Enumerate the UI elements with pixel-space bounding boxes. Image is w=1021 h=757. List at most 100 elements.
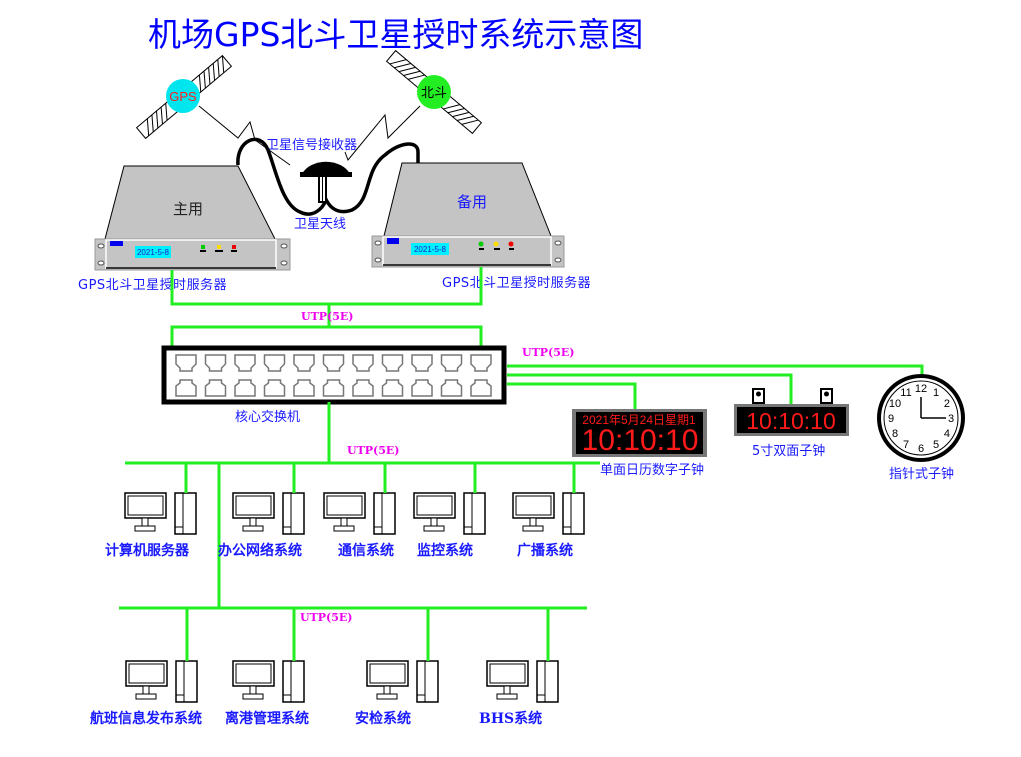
primary-display [135,246,171,258]
utp-label-servers: UTP(5E) [301,310,354,323]
workstation[interactable]: 安检系统 [355,608,439,727]
backup-led-yellow [493,241,499,247]
dial-numeral: 10 [889,398,901,410]
receiver-label: 卫星信号接收器 [266,137,357,153]
pc-tower-icon [174,492,197,535]
backup-front-panel [382,236,552,266]
beidou-signal-line [344,105,421,161]
pc-tower-icon [175,660,198,703]
switch-port-icon [440,354,463,397]
workstation[interactable]: 通信系统 [323,463,396,559]
switch-label: 核心交换机 [235,409,300,425]
pc-tower-icon [562,492,585,535]
utp-label-clocks: UTP(5E) [522,346,575,359]
primary-server-top-label: 主用 [173,200,203,218]
workstation[interactable]: 广播系统 [512,463,585,559]
primary-led-red [232,245,236,249]
satellite-antenna-icon [300,161,352,203]
switch-port-icon [470,354,492,397]
beidou-label: 北斗 [421,86,447,101]
pc-tower-icon [416,660,439,703]
system-label: 航班信息发布系统 [90,710,202,727]
antenna-label: 卫星天线 [294,217,346,232]
system-label: 广播系统 [517,542,573,559]
system-label: BHS系统 [479,710,542,727]
workstation[interactable]: 办公网络系统 [218,463,305,559]
dial-numeral: 12 [915,383,927,395]
switch-ports [175,354,492,397]
backup-logo-badge [387,238,399,244]
dial-numeral: 6 [918,443,924,455]
gps-signal-line [198,105,291,166]
backup-server-caption: GPS北斗卫星授时服务器 [442,275,591,291]
utp-label-row2: UTP(5E) [300,611,353,624]
pc-tower-icon [536,660,559,703]
pc-tower-icon [373,492,396,535]
double-clock-caption: 5寸双面子钟 [752,443,825,459]
switch-port-icon [381,354,404,397]
calendar-clock: 2021年5月24日星期1 10:10:10 [572,409,707,457]
line-to-double-clock [507,373,793,404]
dial-numeral: 3 [948,413,954,425]
primary-server-caption: GPS北斗卫星授时服务器 [78,277,227,293]
switch-port-icon [263,354,286,397]
primary-server[interactable]: 主用 2021-5-8 [94,165,291,271]
dial-numeral: 11 [900,387,911,399]
backup-display-date: 2021-5-8 [414,245,447,254]
switch-port-icon [352,354,374,397]
gps-satellite: GPS [135,54,233,140]
row1-systems: 计算机服务器办公网络系统 通信系统 监控系统广播系统 [105,463,585,559]
dial-numeral: 4 [944,428,950,440]
switch-port-icon [293,354,315,397]
backup-server-top-label: 备用 [457,193,487,211]
pc-tower-icon [282,492,305,535]
analog-clock-caption: 指针式子钟 [889,466,954,482]
backup-display [411,243,449,255]
pc-tower-icon [463,492,486,535]
switch-port-icon [204,354,227,397]
system-label: 通信系统 [338,542,394,559]
calendar-clock-time: 10:10:10 [582,424,699,457]
system-label: 安检系统 [355,710,411,727]
beidou-satellite: 北斗 [385,49,483,135]
cable-primary [236,137,328,216]
dial-numeral: 8 [892,428,898,440]
switch-port-icon [322,354,345,397]
utp-label-row1: UTP(5E) [347,444,400,457]
workstation[interactable]: 计算机服务器 [105,463,197,559]
primary-logo-badge [110,241,123,246]
dial-numeral: 5 [933,439,939,451]
cable-backup [320,142,420,214]
workstation[interactable]: 监控系统 [413,463,486,559]
server-uplink-bus [170,267,483,306]
workstation[interactable]: 离港管理系统 [225,608,309,727]
beidou-body-icon [417,75,451,109]
page-title: 机场GPS北斗卫星授时系统示意图 [148,15,643,54]
switch-uplink-bus [170,325,483,347]
core-switch[interactable] [161,345,507,405]
switch-port-icon [234,354,256,397]
dial-numeral: 9 [888,413,894,425]
backup-server[interactable]: 备用 2021-5-8 [371,162,565,268]
primary-display-date: 2021-5-8 [137,248,170,257]
system-label: 离港管理系统 [225,710,309,727]
calendar-clock-caption: 单面日历数字子钟 [600,462,704,478]
backup-led-green [478,241,484,247]
primary-led-yellow [217,245,221,249]
double-clock-time: 10:10:10 [746,408,836,434]
switch-port-icon [411,354,433,397]
line-to-analog-clock [507,364,924,380]
gps-body-icon [166,79,200,113]
dial-numeral: 7 [903,439,909,451]
switch-port-icon [175,354,197,397]
primary-front-panel [105,239,277,269]
switch-chassis [161,345,507,405]
workstation[interactable]: BHS系统 [479,608,559,727]
system-label: 办公网络系统 [218,542,302,559]
workstation[interactable]: 航班信息发布系统 [90,608,202,727]
backup-led-red [508,241,514,247]
dial-numeral: 1 [933,387,939,399]
